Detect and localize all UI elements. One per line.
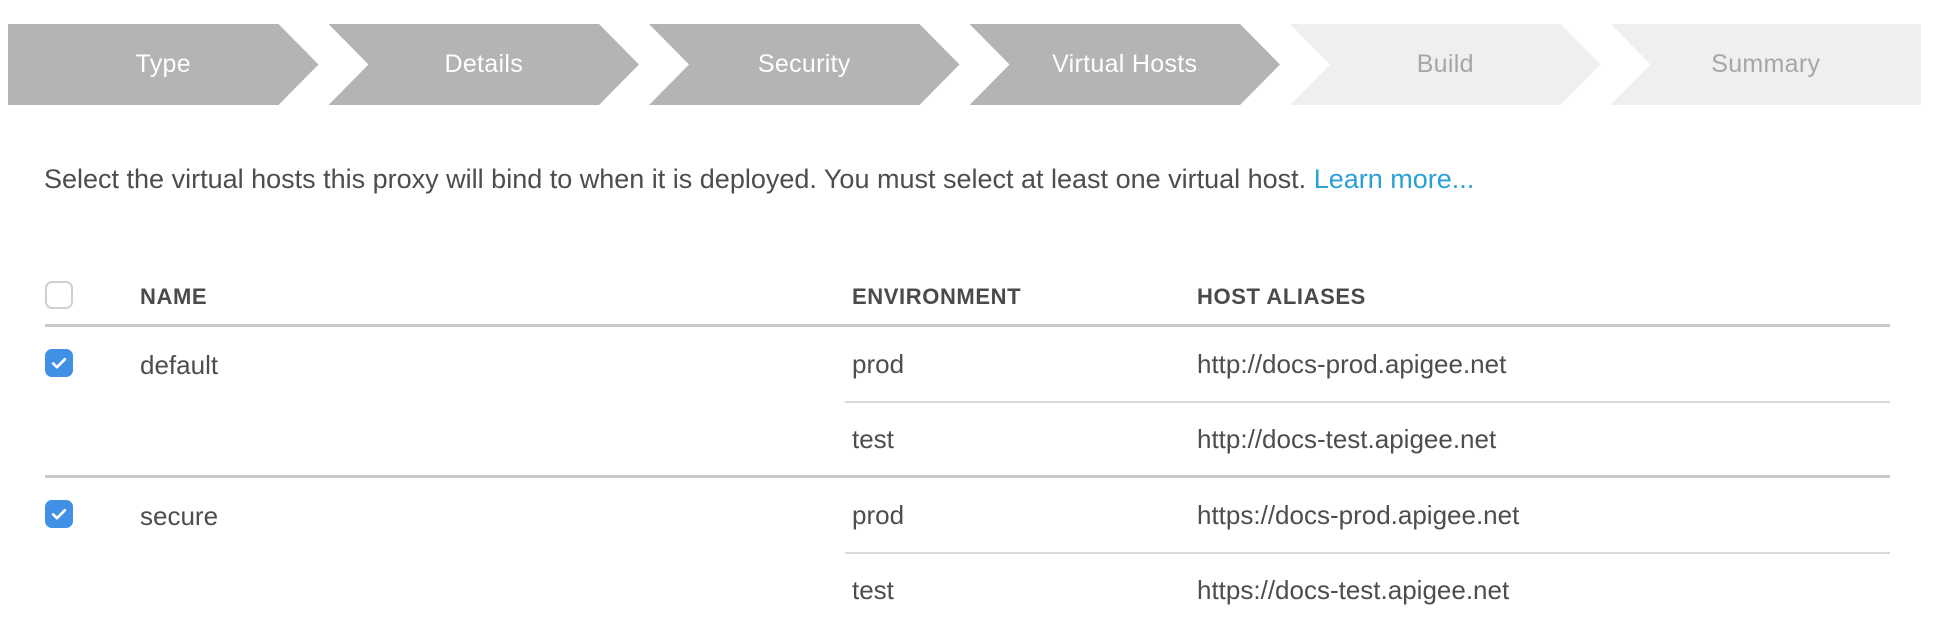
wizard-step-summary[interactable]: Summary <box>1610 24 1921 105</box>
column-header-host-aliases: HOST ALIASES <box>1197 284 1366 309</box>
wizard-step-label: Virtual Hosts <box>1052 50 1198 78</box>
host-alias-cell: http://docs-prod.apigee.net <box>1197 348 1507 379</box>
checkmark-icon <box>51 357 67 369</box>
virtual-host-row: default prod http://docs-prod.apigee.net… <box>45 327 1890 478</box>
checkmark-icon <box>51 508 67 520</box>
wizard-breadcrumb: Type Details Security Virtual Hosts Buil… <box>8 24 1921 105</box>
host-binding-row: prod https://docs-prod.apigee.net <box>845 478 1890 552</box>
select-all-checkbox[interactable] <box>45 280 73 309</box>
environment-cell: prod <box>852 499 905 530</box>
host-binding-row: test http://docs-test.apigee.net <box>845 401 1890 475</box>
wizard-step-label: Security <box>757 50 851 78</box>
column-header-environment: ENVIRONMENT <box>852 284 1022 309</box>
wizard-step-label: Summary <box>1711 50 1821 78</box>
table-body: default prod http://docs-prod.apigee.net… <box>45 327 1890 626</box>
wizard-step-label: Details <box>444 50 524 78</box>
virtual-host-name: secure <box>140 501 219 531</box>
row-checkbox-cell <box>45 478 140 626</box>
host-bindings: prod http://docs-prod.apigee.net test ht… <box>845 327 1890 475</box>
host-alias-cell: https://docs-test.apigee.net <box>1197 574 1510 605</box>
wizard-step-virtual-hosts[interactable]: Virtual Hosts <box>970 24 1281 105</box>
host-binding-row: test https://docs-test.apigee.net <box>845 552 1890 626</box>
virtual-host-name: default <box>140 350 219 380</box>
column-header-name: NAME <box>140 284 208 309</box>
virtual-hosts-table: NAME ENVIRONMENT HOST ALIASES default pr… <box>45 270 1890 626</box>
table-header-row: NAME ENVIRONMENT HOST ALIASES <box>45 270 1890 327</box>
wizard-step-type[interactable]: Type <box>8 24 319 105</box>
virtual-host-row: secure prod https://docs-prod.apigee.net… <box>45 478 1890 626</box>
environment-cell: prod <box>852 348 905 379</box>
host-binding-row: prod http://docs-prod.apigee.net <box>845 327 1890 401</box>
row-checkbox[interactable] <box>45 349 73 377</box>
wizard-step-label: Build <box>1416 50 1474 78</box>
row-checkbox[interactable] <box>45 500 73 528</box>
row-checkbox-cell <box>45 327 140 475</box>
instruction-line: Select the virtual hosts this proxy will… <box>44 160 1474 198</box>
host-alias-cell: http://docs-test.apigee.net <box>1197 423 1497 454</box>
select-all-cell <box>45 280 140 314</box>
host-alias-cell: https://docs-prod.apigee.net <box>1197 499 1520 530</box>
environment-cell: test <box>852 574 894 605</box>
wizard-step-label: Type <box>135 50 191 78</box>
wizard-step-build[interactable]: Build <box>1290 24 1601 105</box>
host-bindings: prod https://docs-prod.apigee.net test h… <box>845 478 1890 626</box>
learn-more-link[interactable]: Learn more... <box>1313 164 1475 194</box>
environment-cell: test <box>852 423 894 454</box>
wizard-step-details[interactable]: Details <box>329 24 640 105</box>
wizard-step-security[interactable]: Security <box>649 24 960 105</box>
instruction-text: Select the virtual hosts this proxy will… <box>44 164 1314 194</box>
